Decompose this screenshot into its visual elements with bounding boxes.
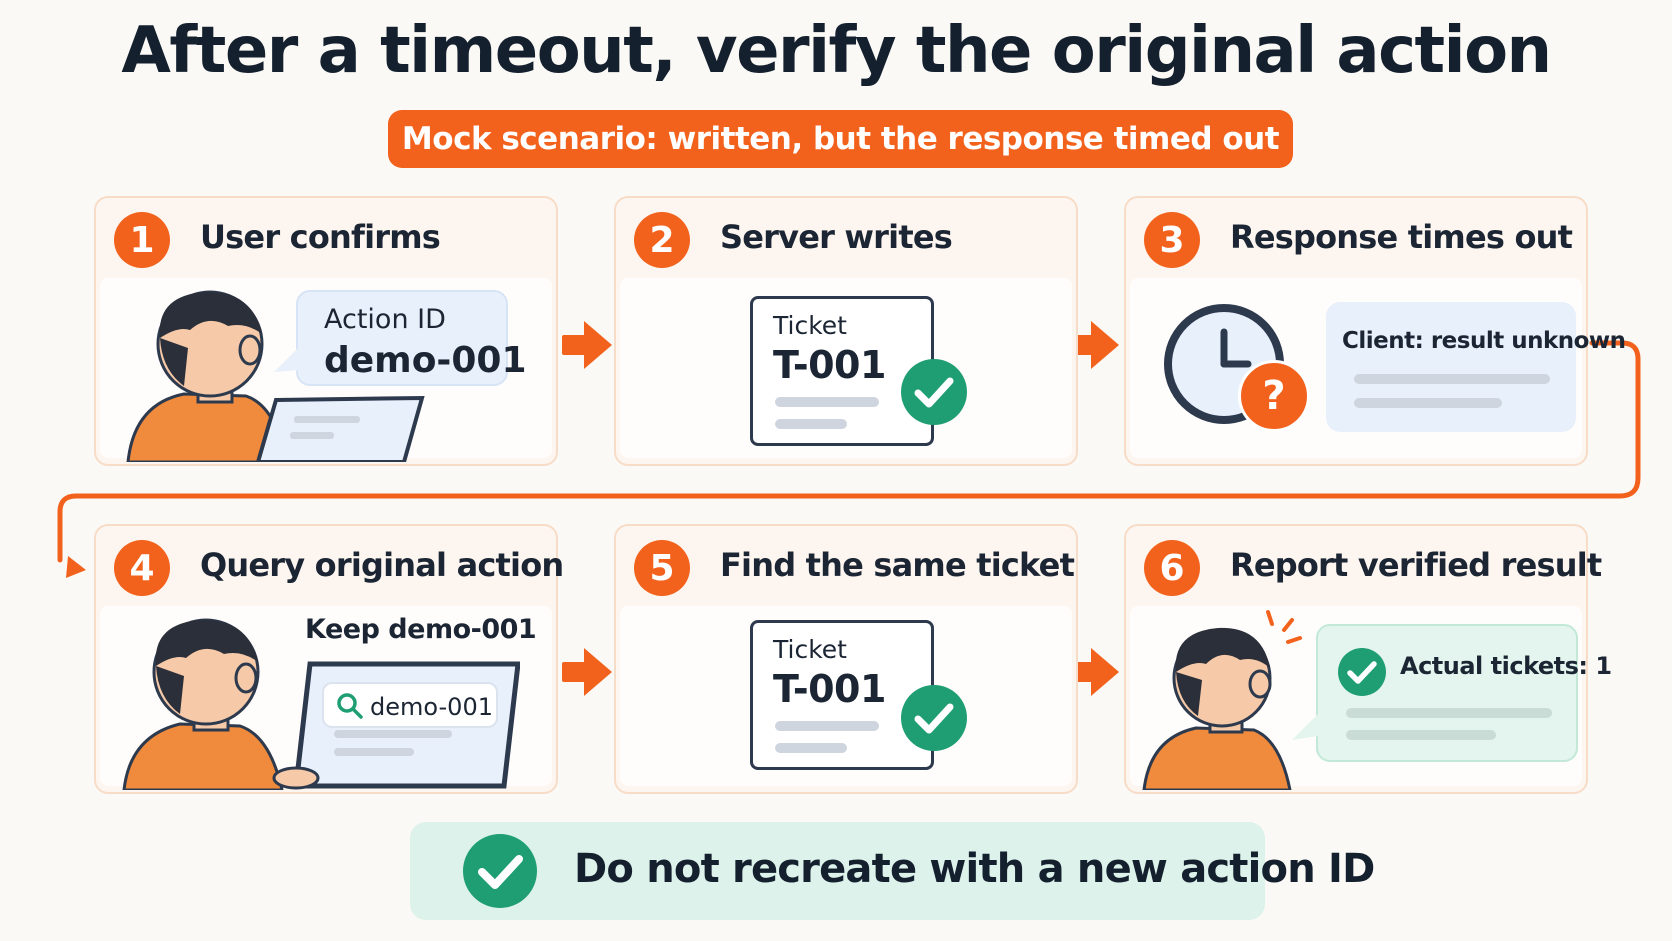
step-label: Query original action xyxy=(200,546,564,584)
step-number: 6 xyxy=(1144,540,1200,596)
search-value: demo-001 xyxy=(370,693,493,721)
step-illustration: Action ID demo-001 xyxy=(100,278,552,462)
search-input[interactable]: demo-001 xyxy=(322,682,498,728)
step-illustration: Ticket T-001 xyxy=(620,278,1072,458)
check-icon xyxy=(1338,648,1386,696)
search-icon xyxy=(337,693,363,719)
keep-id-text: Keep demo-001 xyxy=(305,614,537,645)
step-label: User confirms xyxy=(200,218,441,256)
step-card-4: 4 Query original action Keep demo-001 de… xyxy=(94,524,564,794)
actual-tickets-text: Actual tickets: 1 xyxy=(1400,652,1612,680)
step-illustration: ? Client: result unknown xyxy=(1130,278,1626,458)
step-number: 1 xyxy=(114,212,170,268)
ticket-label: Ticket xyxy=(773,635,847,664)
step-label: Report verified result xyxy=(1230,546,1602,584)
step-illustration: Ticket T-001 xyxy=(620,606,1072,786)
ticket-card: Ticket T-001 xyxy=(750,296,934,446)
page-title: After a timeout, verify the original act… xyxy=(121,14,1552,88)
step-number: 3 xyxy=(1144,212,1200,268)
action-id-value: demo-001 xyxy=(324,340,527,381)
step-card-6: 6 Report verified result Actual tickets:… xyxy=(1124,524,1612,794)
footer-banner: Do not recreate with a new action ID xyxy=(410,822,1375,920)
arrow-right-icon xyxy=(562,648,612,696)
step-card-1: 1 User confirms Action ID demo-001 xyxy=(94,196,558,466)
arrow-down-icon xyxy=(66,556,86,578)
step-label: Find the same ticket xyxy=(720,546,1075,584)
ticket-id: T-001 xyxy=(773,343,886,387)
bubble-tail xyxy=(274,346,300,372)
step-illustration: Actual tickets: 1 xyxy=(1130,606,1612,790)
action-id-bubble: Action ID demo-001 xyxy=(296,290,527,386)
step-label: Server writes xyxy=(720,218,953,256)
arrow-right-icon xyxy=(562,321,612,369)
step-number: 5 xyxy=(634,540,690,596)
step-card-5: 5 Find the same ticket Ticket T-001 xyxy=(614,524,1078,794)
check-icon xyxy=(463,834,537,908)
step-label: Response times out xyxy=(1230,218,1573,256)
step-card-3: 3 Response times out ? Client: result un… xyxy=(1124,196,1626,466)
person-at-laptop-icon xyxy=(126,290,425,462)
scenario-banner: Mock scenario: written, but the response… xyxy=(388,110,1293,168)
client-status-box: Client: result unknown xyxy=(1326,302,1626,432)
ticket-label: Ticket xyxy=(773,311,847,340)
step-number: 2 xyxy=(634,212,690,268)
action-id-label: Action ID xyxy=(324,304,446,335)
step-card-2: 2 Server writes Ticket T-001 xyxy=(614,196,1078,466)
bubble-tail xyxy=(1292,714,1318,740)
person-icon xyxy=(1142,610,1302,790)
question-badge-icon: ? xyxy=(1238,360,1310,432)
check-icon xyxy=(901,359,967,425)
client-status-text: Client: result unknown xyxy=(1342,328,1626,354)
ticket-id: T-001 xyxy=(773,667,886,711)
ticket-card: Ticket T-001 xyxy=(750,620,934,770)
check-icon xyxy=(901,685,967,751)
verified-result-bubble: Actual tickets: 1 xyxy=(1316,624,1612,762)
step-number: 4 xyxy=(114,540,170,596)
step-illustration: Keep demo-001 demo-001 xyxy=(100,606,552,790)
footer-text: Do not recreate with a new action ID xyxy=(574,846,1375,892)
